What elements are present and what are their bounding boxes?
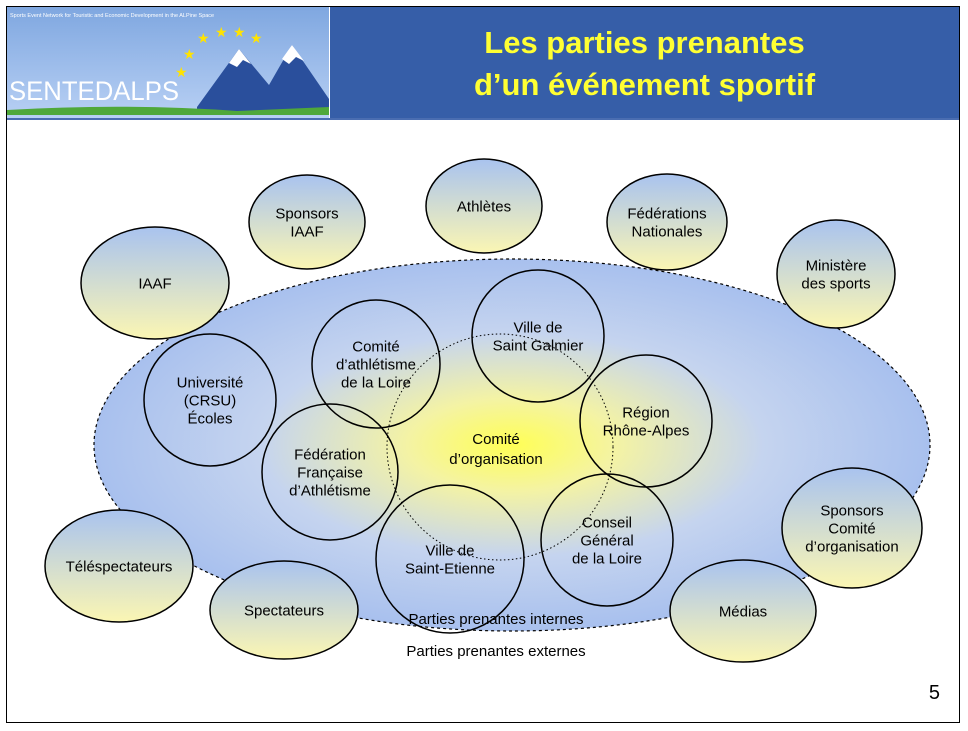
external-stakeholder-ministere-des-sports <box>776 219 896 329</box>
internal-stakeholders-ellipse <box>93 258 931 632</box>
page-number: 5 <box>928 682 940 704</box>
internal-stakeholder-comite-d-athletisme-de-la-loire <box>311 299 441 429</box>
external-stakeholder-spectateurs <box>209 560 359 660</box>
svg-text:★: ★ <box>175 64 188 80</box>
slide-title-line-2: d’un événement sportif <box>473 67 816 102</box>
internal-stakeholder-universite-crsu-ecoles <box>143 333 277 467</box>
internal-stakeholder-label-universite-crsu-ecoles: Université(CRSU)Écoles <box>177 374 244 427</box>
external-stakeholder-label-iaaf: IAAF <box>138 275 171 292</box>
title-bar: Les parties prenantes d’un événement spo… <box>330 7 959 118</box>
header-separator <box>7 118 959 120</box>
internal-stakeholder-federation-francaise-d-athletisme <box>261 403 399 541</box>
logo-tagline: Sports Event Network for Touristic and E… <box>10 13 214 19</box>
external-stakeholder-federations-nationales <box>606 173 728 271</box>
internal-stakeholders-label: Parties prenantes internes <box>408 611 583 628</box>
external-stakeholder-label-telespectateurs: Téléspectateurs <box>66 558 173 575</box>
external-stakeholder-sponsors-comite-d-organisation <box>781 467 923 589</box>
logo-text: SENTEDALPS <box>9 76 179 106</box>
external-stakeholder-telespectateurs <box>44 509 194 623</box>
external-stakeholder-label-athletes: Athlètes <box>457 198 511 215</box>
slide-title-line-1: Les parties prenantes <box>484 25 805 60</box>
sentedalps-logo: Sports Event Network for Touristic and E… <box>7 7 329 118</box>
svg-text:★: ★ <box>215 24 228 40</box>
external-stakeholder-sponsors-iaaf <box>248 174 366 270</box>
external-stakeholder-label-spectateurs: Spectateurs <box>244 602 324 619</box>
mountains-icon <box>197 45 329 113</box>
external-stakeholder-medias <box>669 559 817 663</box>
svg-text:★: ★ <box>250 30 263 46</box>
svg-text:★: ★ <box>183 46 196 62</box>
external-stakeholder-athletes <box>425 158 543 254</box>
svg-text:★: ★ <box>233 24 246 40</box>
svg-text:★: ★ <box>197 30 210 46</box>
center-dotted-circle <box>386 333 614 561</box>
internal-stakeholder-ville-de-saint-etienne <box>375 484 525 634</box>
internal-stakeholder-conseil-general-de-la-loire <box>540 473 674 607</box>
stars-icon: ★ ★ ★ ★ ★ ★ <box>175 24 263 80</box>
external-stakeholders-label: Parties prenantes externes <box>406 643 585 660</box>
external-stakeholder-label-medias: Médias <box>719 603 767 620</box>
internal-stakeholder-ville-de-saint-galmier <box>471 269 605 403</box>
external-stakeholder-iaaf <box>80 226 230 340</box>
